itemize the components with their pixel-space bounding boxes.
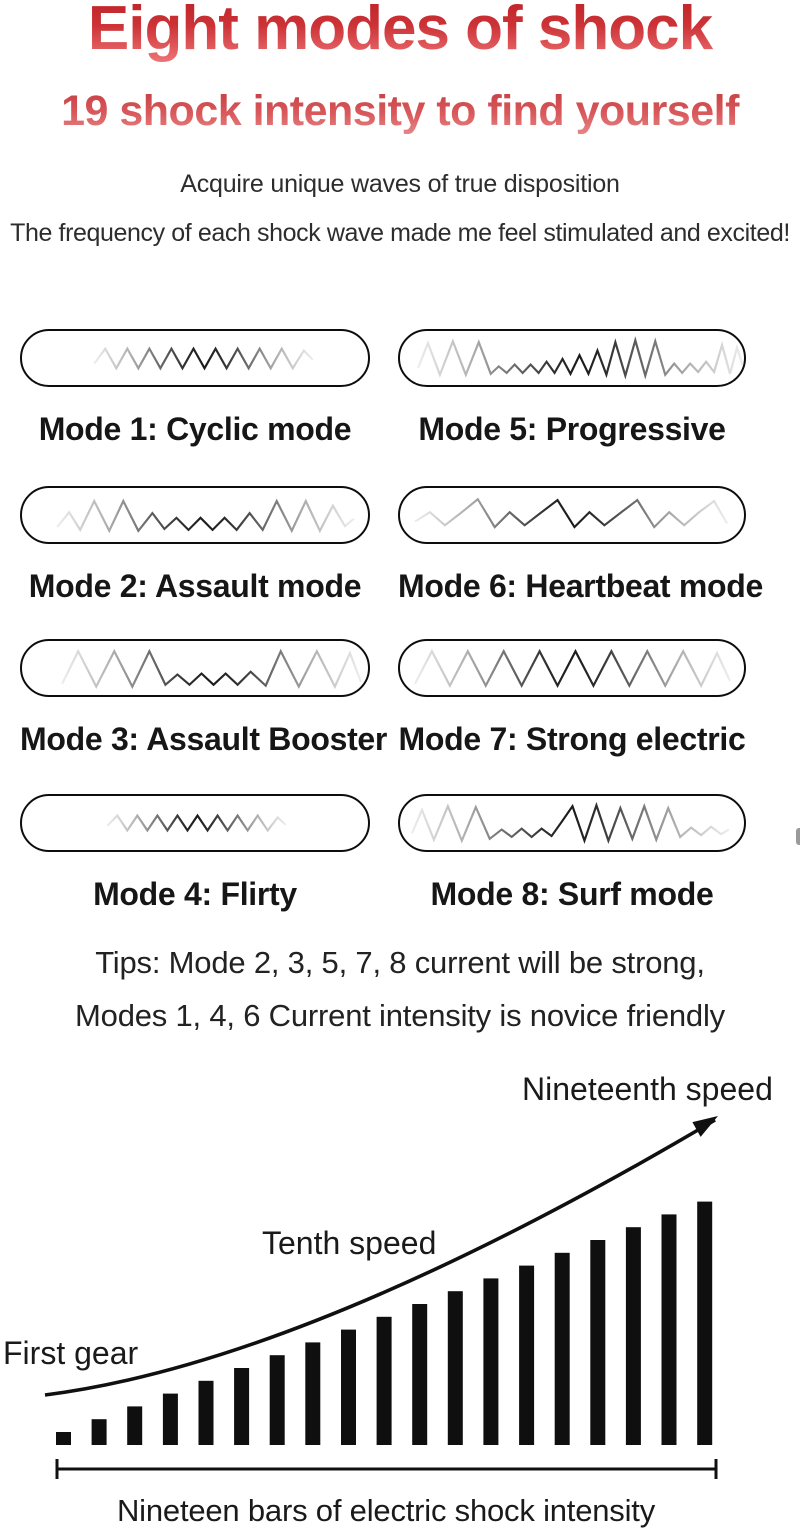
- trend-arrowhead-icon: [692, 1116, 718, 1137]
- mode-2-label: Mode 2: Assault mode: [28, 568, 362, 604]
- mode-3-waveform-capsule: [20, 639, 370, 697]
- intensity-bar-chart: First gear Tenth speed Nineteenth speed …: [0, 1060, 800, 1534]
- intensity-bars: [56, 1201, 713, 1445]
- mode-1-cell: Mode 1: Cyclic mode: [20, 329, 370, 448]
- mode-3-label: Mode 3: Assault Booster: [20, 721, 388, 757]
- intensity-bar-5: [198, 1380, 214, 1445]
- tips-line-1: Tips: Mode 2, 3, 5, 7, 8 current will be…: [95, 945, 705, 980]
- mode-4-cell: Mode 4: Flirty: [20, 794, 370, 913]
- mode-4-label: Mode 4: Flirty: [93, 876, 297, 912]
- mode-6-cell: Mode 6: Heartbeat mode: [398, 486, 764, 605]
- mode-8-cell: Mode 8: Surf mode: [398, 794, 746, 913]
- intensity-bar-6: [234, 1368, 250, 1445]
- intensity-bar-8: [305, 1342, 321, 1445]
- mode-7-label: Mode 7: Strong electric: [398, 721, 746, 757]
- mode-8-label: Mode 8: Surf mode: [430, 876, 714, 912]
- first-gear-label: First gear: [3, 1335, 139, 1371]
- intensity-bar-11: [412, 1304, 428, 1445]
- intensity-bar-4: [162, 1393, 178, 1445]
- intensity-bar-10: [376, 1316, 392, 1445]
- mode-3-cell: Mode 3: Assault Booster: [20, 639, 388, 758]
- page-subtitle: 19 shock intensity to find yourself: [0, 86, 800, 136]
- tagline-frequency: The frequency of each shock wave made me…: [10, 219, 790, 247]
- mode-5-cell: Mode 5: Progressive: [398, 329, 746, 448]
- mode-7-cell: Mode 7: Strong electric: [398, 639, 746, 758]
- trend-curve: [44, 1118, 716, 1397]
- intensity-bar-16: [590, 1240, 606, 1445]
- intensity-bar-9: [341, 1329, 356, 1445]
- intensity-bar-17: [625, 1227, 641, 1445]
- mode-1-label: Mode 1: Cyclic mode: [38, 411, 352, 447]
- intensity-bar-7: [269, 1355, 285, 1445]
- intensity-bar-12: [447, 1291, 463, 1445]
- mode-6-waveform-capsule: [398, 486, 746, 544]
- tips-text: Tips: Mode 2, 3, 5, 7, 8 current will be…: [0, 936, 800, 1042]
- chart-caption: Nineteen bars of electric shock intensit…: [116, 1493, 655, 1528]
- cropped-edge-artifact: [796, 828, 800, 845]
- intensity-bar-3: [127, 1406, 143, 1445]
- mode-8-waveform-capsule: [398, 794, 746, 852]
- intensity-chart-canvas: [44, 1116, 718, 1479]
- mode-5-waveform-capsule: [398, 329, 746, 387]
- tenth-speed-label: Tenth speed: [262, 1225, 437, 1261]
- tagline-unique-waves: Acquire unique waves of true disposition: [180, 170, 620, 198]
- mode-2-waveform-capsule: [20, 486, 370, 544]
- mode-1-waveform-capsule: [20, 329, 370, 387]
- mode-5-label: Mode 5: Progressive: [418, 411, 726, 447]
- intensity-bar-15: [554, 1252, 570, 1445]
- intensity-bar-14: [519, 1265, 535, 1445]
- intensity-bar-1: [56, 1432, 71, 1445]
- intensity-bar-19: [697, 1201, 713, 1445]
- intensity-bar-2: [91, 1419, 107, 1445]
- mode-6-label: Mode 6: Heartbeat mode: [398, 568, 764, 604]
- nineteenth-speed-label: Nineteenth speed: [522, 1071, 773, 1107]
- tips-line-2: Modes 1, 4, 6 Current intensity is novic…: [75, 998, 725, 1033]
- page-title: Eight modes of shock: [0, 0, 800, 62]
- intensity-bar-18: [661, 1214, 677, 1445]
- mode-2-cell: Mode 2: Assault mode: [20, 486, 370, 605]
- mode-4-waveform-capsule: [20, 794, 370, 852]
- intensity-bar-13: [483, 1278, 499, 1445]
- mode-7-waveform-capsule: [398, 639, 746, 697]
